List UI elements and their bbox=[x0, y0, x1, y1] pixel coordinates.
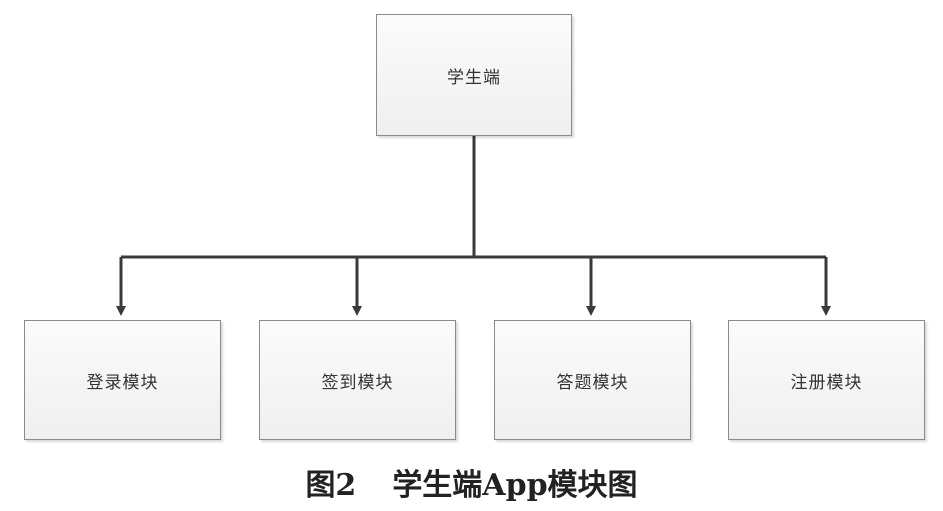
module-node-label: 签到模块 bbox=[321, 372, 394, 393]
figure-number: 图2 bbox=[305, 468, 357, 503]
root-node-label: 学生端 bbox=[447, 67, 501, 88]
module-node-label: 登录模块 bbox=[86, 372, 159, 393]
module-node-signin: 签到模块 bbox=[259, 320, 456, 440]
module-node-login: 登录模块 bbox=[24, 320, 221, 440]
module-node-label: 注册模块 bbox=[790, 372, 863, 393]
module-node-register: 注册模块 bbox=[728, 320, 925, 440]
root-node-student-app: 学生端 bbox=[376, 14, 572, 136]
module-node-answer: 答题模块 bbox=[494, 320, 691, 440]
figure-title: 学生端App模块图 bbox=[392, 468, 638, 503]
module-node-label: 答题模块 bbox=[556, 372, 629, 393]
figure-caption: 图2 学生端App模块图 bbox=[0, 458, 943, 506]
